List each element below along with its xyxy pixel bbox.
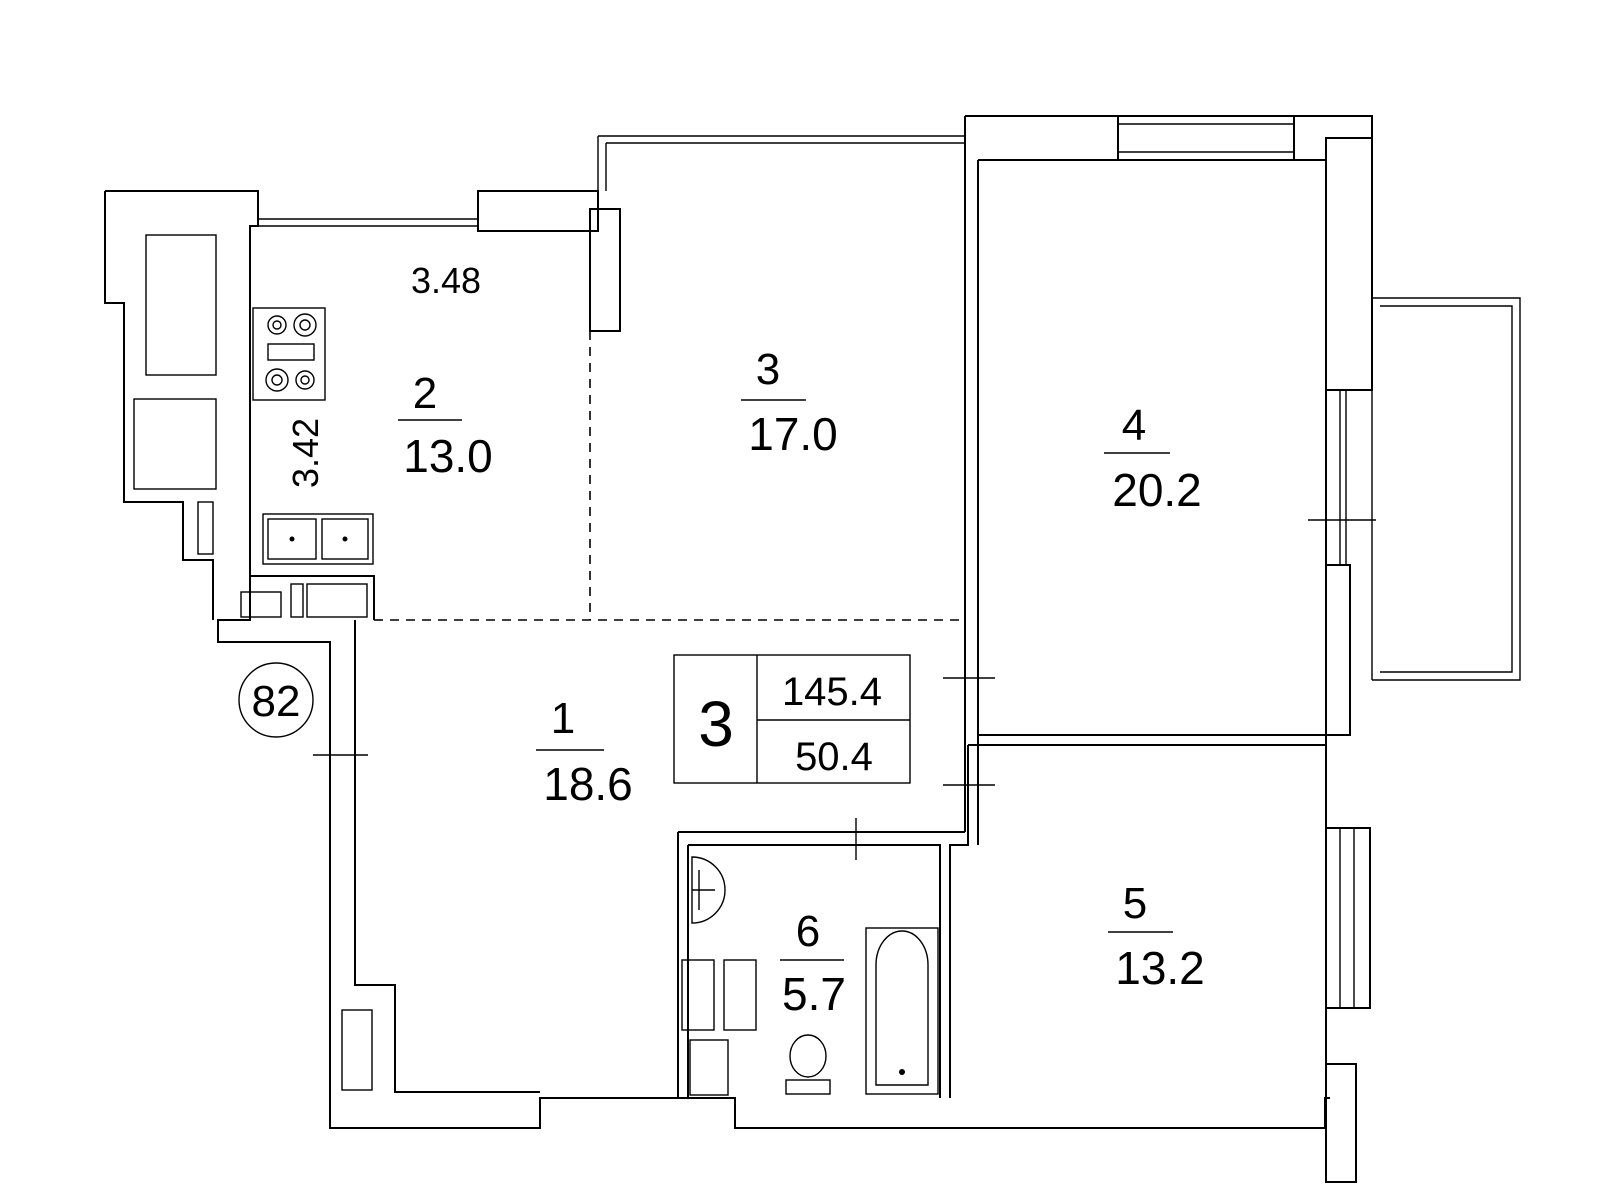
washing-machine-icon xyxy=(681,959,757,1096)
kitchen-length-dimension: 3.42 xyxy=(285,418,326,488)
room-number: 5 xyxy=(1123,879,1147,928)
outer-walls xyxy=(104,115,1521,1183)
toilet-icon xyxy=(785,1034,831,1095)
room-area: 13.0 xyxy=(403,430,493,482)
summary-table: 3 145.4 50.4 xyxy=(673,654,911,784)
bathroom-fixtures xyxy=(681,856,939,1096)
bathtub-icon xyxy=(865,927,939,1095)
room-label-4: 4 20.2 xyxy=(1104,401,1202,516)
summary-rooms: 3 xyxy=(698,688,734,760)
room-area: 13.2 xyxy=(1115,942,1205,994)
room-number: 4 xyxy=(1122,401,1146,450)
room-number: 1 xyxy=(551,694,575,743)
room-label-3: 3 17.0 xyxy=(741,345,838,460)
summary-living-area: 50.4 xyxy=(795,735,873,779)
apartment-number: 82 xyxy=(252,677,301,726)
washbasin-icon xyxy=(691,856,726,924)
room-number: 2 xyxy=(413,369,437,418)
room-area: 18.6 xyxy=(543,758,633,810)
room-number: 3 xyxy=(756,345,780,394)
summary-total-area: 145.4 xyxy=(782,670,882,714)
sink-icon xyxy=(262,513,374,565)
room-label-1: 1 18.6 xyxy=(536,694,633,810)
room-label-5: 5 13.2 xyxy=(1108,879,1205,994)
kitchen-width-dimension: 3.48 xyxy=(411,260,481,301)
room-label-6: 6 5.7 xyxy=(780,907,846,1020)
room-area: 20.2 xyxy=(1112,464,1202,516)
interior-walls xyxy=(249,116,1327,1098)
room-area: 5.7 xyxy=(782,968,846,1020)
kitchen-fixtures xyxy=(133,234,374,1091)
stove-icon xyxy=(252,307,326,401)
apartment-number-badge: 82 xyxy=(238,662,314,738)
room-number: 6 xyxy=(796,907,820,956)
room-area: 17.0 xyxy=(748,408,838,460)
room-label-2: 2 13.0 xyxy=(398,369,493,482)
